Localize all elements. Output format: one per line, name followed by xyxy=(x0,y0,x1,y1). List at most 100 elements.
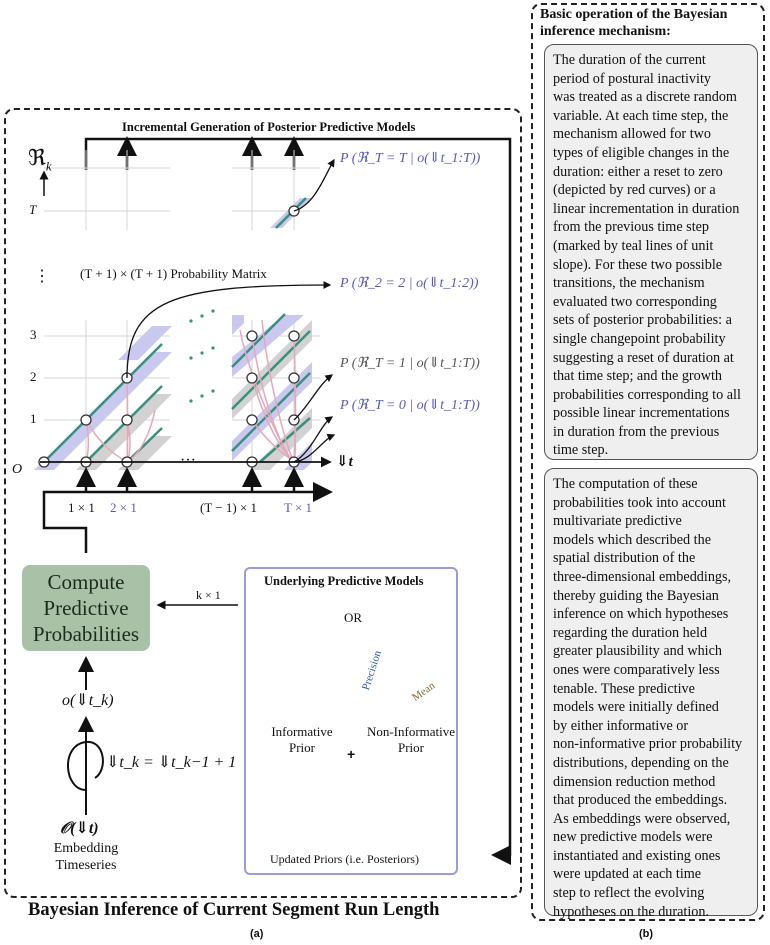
p1-line: (marked by teal lines of unit xyxy=(553,237,714,254)
p1-line: suggesting a reset of duration at xyxy=(553,349,734,366)
p2-line: ones were comparatively less xyxy=(553,661,720,678)
y-ellipsis: ⋮ xyxy=(34,268,50,285)
posterior-label-2: P (ℜ_2 = 2 | o(⇓t_1:2)) xyxy=(340,276,479,291)
loop-arrow xyxy=(67,740,104,791)
size-label-T: T × 1 xyxy=(284,500,313,515)
timeseries-line-1: Embedding xyxy=(53,841,119,856)
reset-curves xyxy=(85,319,297,463)
p1-line: transitions, the mechanism xyxy=(553,275,705,292)
plus-label: + xyxy=(347,746,356,762)
p1-line: evaluated two corresponding xyxy=(553,293,717,310)
p1-line: that time step; and the growth xyxy=(553,368,723,385)
size-label-T-1: (T − 1) × 1 xyxy=(200,500,258,515)
o-label: o(⇓t_k) xyxy=(62,692,114,709)
p1-line: time step. xyxy=(553,442,609,459)
p2-line: by either informative or xyxy=(553,717,689,734)
input-arrows xyxy=(76,467,304,492)
timeseries-label: Embedding Timeseries xyxy=(48,840,124,874)
y-tick-2: 2 xyxy=(30,369,37,384)
p1-line: The duration of the current xyxy=(553,52,706,68)
p1-line: from the previous time step xyxy=(553,219,710,236)
p1-line: duration: either a reset to zero xyxy=(553,163,723,180)
panel-a-title: Bayesian Inference of Current Segment Ru… xyxy=(28,900,440,920)
p1-line: slope). For these two possible xyxy=(553,256,723,273)
p2-line: non-informative prior probability xyxy=(553,736,743,753)
p2-line: regarding the duration held xyxy=(553,624,708,641)
input-bus xyxy=(42,482,333,553)
p2-line: thereby guiding the Bayesian xyxy=(553,587,719,604)
p2-line: inference on which hypotheses xyxy=(553,606,729,623)
p1-line: single changepoint probability xyxy=(553,330,726,347)
p2-line: greater plausibility and which xyxy=(553,643,723,660)
p2-line: were updated at each time xyxy=(553,866,702,883)
informative-label: Informative Prior xyxy=(264,724,340,756)
compute-line-1: Compute xyxy=(47,570,125,594)
paragraph-2: The computation of these probabilities t… xyxy=(544,468,758,920)
p1-line: possible linear incrementations xyxy=(553,405,730,422)
y-axis-symbol: ℜ xyxy=(28,145,46,170)
y-axis-subscript: k xyxy=(45,158,52,174)
p2-line: probabilities took into account xyxy=(553,494,726,511)
panel-b-title: Basic operation of the Bayesian inferenc… xyxy=(540,6,727,40)
p1-line: variable. At each time step, the xyxy=(553,107,729,124)
panel-b-title-line-1: Basic operation of the Bayesian xyxy=(540,7,728,22)
panel-a-label: (a) xyxy=(250,928,264,940)
models-title: Underlying Predictive Models xyxy=(264,574,424,588)
p1-line: (depicted by red curves) or a xyxy=(553,182,716,199)
paragraph-1: The duration of the current period of po… xyxy=(544,44,758,460)
bands-left xyxy=(34,326,172,470)
predictive-models-box xyxy=(244,567,458,875)
informative-line-1: Informative xyxy=(271,724,333,739)
p2-line: models which described the xyxy=(553,531,711,548)
increment-equation: ⇓t_k = ⇓t_k−1 + 1 xyxy=(106,754,237,771)
teal-dots xyxy=(189,309,215,403)
compute-line-3: Probabilities xyxy=(32,622,140,646)
timeseries-symbol: 𝒪(⇓t) xyxy=(60,820,99,837)
p1-line: period of postural inactivity xyxy=(553,70,711,87)
p2-line: multivariate predictive xyxy=(553,513,682,530)
p2-line: new predictive models were xyxy=(553,829,713,846)
k-label: k × 1 xyxy=(196,588,221,602)
p2-line: that produced the embeddings. xyxy=(553,792,728,809)
p1-line: in duration from the previous xyxy=(553,423,720,440)
panel-b-label: (b) xyxy=(639,928,654,940)
noninformative-label: Non-Informative Prior xyxy=(366,724,456,756)
compute-line-2: Predictive xyxy=(43,596,129,620)
posterior-arrows xyxy=(126,281,336,463)
y-tick-3: 3 xyxy=(30,327,37,342)
matrix-label: (T + 1) × (T + 1) Probability Matrix xyxy=(80,266,267,281)
p2-line: instantiated and existing ones xyxy=(553,847,721,864)
informative-line-2: Prior xyxy=(289,740,315,755)
y-tick-1: 1 xyxy=(30,411,37,426)
bands-right xyxy=(231,313,312,470)
y-axis-label: ℜk xyxy=(28,145,52,174)
p1-line: linear incrementation in duration xyxy=(553,200,740,217)
noninformative-line-2: Prior xyxy=(398,740,424,755)
y-tick-origin: O xyxy=(12,462,23,477)
grid-bottom xyxy=(44,320,320,462)
posterior-label-1: P (ℜ_T = 1 | o(⇓t_1:T)) xyxy=(340,356,480,371)
p2-line: The computation of these xyxy=(553,476,698,492)
p2-line: distributions, depending on the xyxy=(553,754,729,771)
p2-line: dimension reduction method xyxy=(553,773,716,790)
posterior-label-T: P (ℜ_T = T | o(⇓t_1:T)) xyxy=(340,151,481,166)
noninformative-line-1: Non-Informative xyxy=(366,724,456,739)
mid-ellipsis: ··· xyxy=(180,452,196,469)
incremental-label: Incremental Generation of Posterior Pred… xyxy=(122,120,416,134)
p1-line: mechanism allowed for two xyxy=(553,126,711,143)
size-label-1: 1 × 1 xyxy=(68,500,95,515)
grid-top xyxy=(44,150,320,230)
p1-line: was treated as a discrete random xyxy=(553,89,737,106)
posterior-label-0: P (ℜ_T = 0 | o(⇓t_1:T)) xyxy=(340,398,480,413)
p1-line: probabilities corresponding to all xyxy=(553,386,741,403)
x-axis-label: ⇓t xyxy=(336,454,353,470)
p2-line: As embeddings were observed, xyxy=(553,810,731,827)
p1-line: types of eligible changes in the xyxy=(553,144,730,161)
p2-line: hypotheses on the duration. xyxy=(553,903,710,920)
y-tick-T: T xyxy=(29,202,37,217)
p2-line: tenable. These predictive xyxy=(553,680,695,697)
p1-line: sets of posterior probabilities: a xyxy=(553,312,732,329)
or-label: OR xyxy=(344,610,363,625)
p2-line: spatial distribution of the xyxy=(553,550,696,567)
timeseries-line-2: Timeseries xyxy=(55,858,117,873)
